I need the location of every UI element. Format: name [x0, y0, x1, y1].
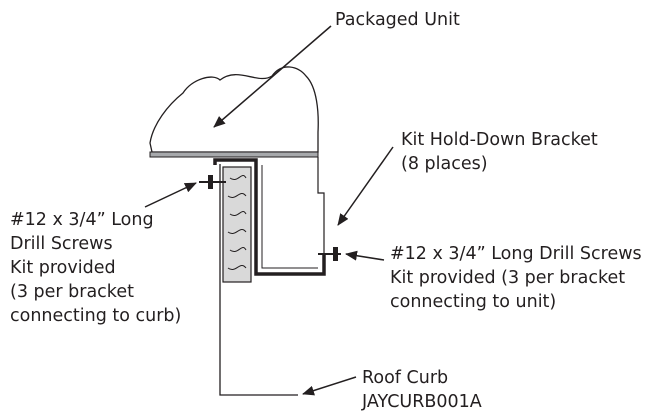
label-roof-curb-line1: Roof Curb — [362, 368, 449, 388]
label-packaged-unit-text: Packaged Unit — [335, 10, 460, 30]
arrow-roof-curb — [302, 376, 357, 396]
label-left-screws-line1: #12 x 3/4” Long — [10, 210, 154, 230]
label-roof-curb-line2: JAYCURB001A — [362, 392, 482, 412]
label-right-screws-line3: connecting to unit) — [390, 292, 557, 312]
label-right-screws-line2: Kit provided (3 per bracket — [390, 268, 626, 288]
right-drill-screw — [318, 247, 341, 261]
label-left-screws-line4: (3 per bracket — [10, 282, 134, 302]
label-left-screws-line2: Drill Screws — [10, 234, 113, 254]
curb-insulation — [222, 166, 252, 283]
hold-down-bracket — [213, 158, 326, 276]
unit-base-rail — [149, 151, 319, 158]
label-packaged-unit: Packaged Unit — [335, 8, 460, 32]
label-right-screws-line1: #12 x 3/4” Long Drill Screws — [390, 244, 642, 264]
label-hold-down-bracket: Kit Hold-Down Bracket (8 places) — [401, 128, 598, 176]
label-left-screws-line3: Kit provided — [10, 258, 116, 278]
label-right-drill-screws: #12 x 3/4” Long Drill Screws Kit provide… — [390, 242, 642, 314]
arrow-packaged-unit — [213, 25, 332, 128]
label-left-drill-screws: #12 x 3/4” Long Drill Screws Kit provide… — [10, 208, 181, 328]
arrow-bracket — [337, 146, 394, 226]
arrow-right-screws — [345, 250, 385, 261]
left-drill-screw — [199, 175, 226, 189]
label-bracket-line1: Kit Hold-Down Bracket — [401, 130, 598, 150]
insulation-pattern — [227, 174, 247, 270]
unit-side-wall — [317, 157, 325, 258]
label-bracket-line2: (8 places) — [401, 154, 488, 174]
arrow-left-screws — [144, 182, 197, 208]
hold-down-bracket-inner — [261, 165, 318, 269]
roof-curb-outline — [219, 164, 298, 396]
label-left-screws-line5: connecting to curb) — [10, 306, 182, 326]
label-roof-curb: Roof Curb JAYCURB001A — [362, 366, 482, 414]
